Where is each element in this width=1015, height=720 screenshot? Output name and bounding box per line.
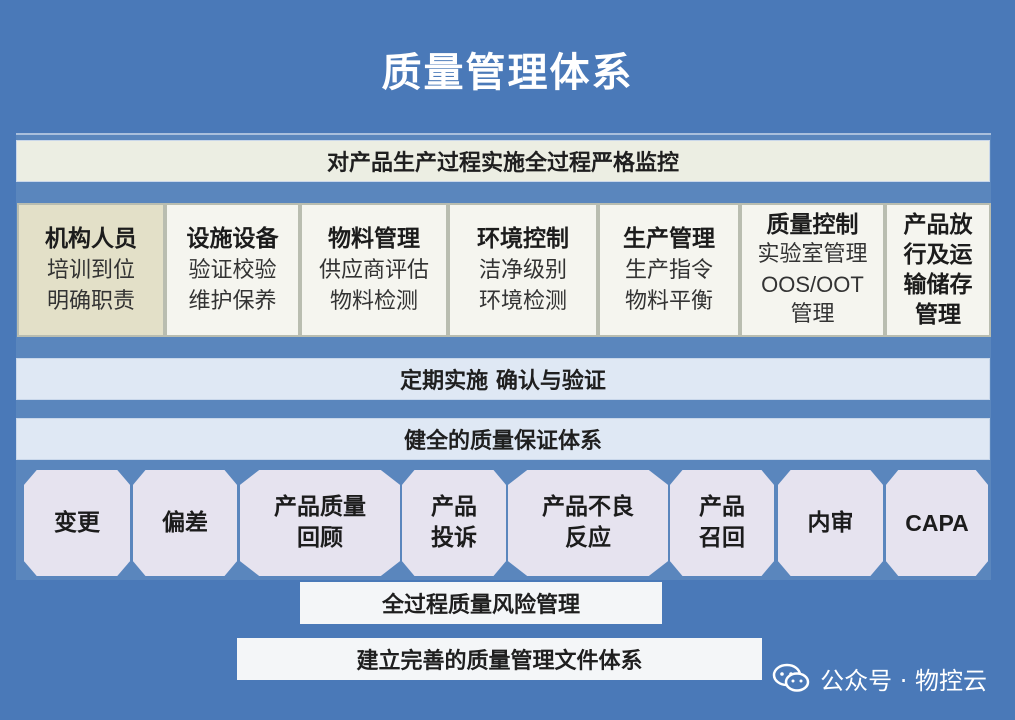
element-deviation: 偏差 — [133, 470, 237, 576]
element-label: 产品质量 回顾 — [274, 494, 366, 551]
pillar-line: OOS/OOT — [761, 272, 864, 297]
pillar-personnel: 机构人员 培训到位 明确职责 — [17, 203, 165, 337]
pillar-materials: 物料管理 供应商评估 物料检测 — [300, 203, 448, 337]
pillar-line: 物料检测 — [329, 288, 418, 314]
wechat-icon — [772, 663, 810, 693]
page-title: 质量管理体系 — [381, 50, 634, 96]
pillar-line: 管理 — [790, 302, 835, 327]
pillar-line: 明确职责 — [46, 288, 135, 314]
pillar-heading: 物料管理 — [328, 225, 420, 252]
element-label: 偏差 — [162, 509, 208, 536]
top-bar: 对产品生产过程实施全过程严格监控 — [16, 140, 990, 182]
element-capa: CAPA — [886, 470, 988, 576]
pillar-line: 行及运 — [903, 242, 973, 268]
element-complaint: 产品 投诉 — [402, 470, 506, 576]
pillar-line: 培训到位 — [46, 257, 135, 283]
watermark-text: 公众号 · 物控云 — [820, 666, 987, 695]
watermark: 公众号 · 物控云 — [772, 660, 987, 696]
pillar-release: 产品放 行及运 输储存 管理 — [885, 203, 991, 337]
pillar-environment: 环境控制 洁净级别 环境检测 — [448, 203, 598, 337]
documentation-system-bar: 建立完善的质量管理文件体系 — [237, 638, 762, 680]
element-label: 变更 — [54, 509, 100, 536]
pillar-line: 洁净级别 — [478, 257, 567, 283]
element-label: 内审 — [807, 509, 854, 536]
element-label: 产品 召回 — [699, 494, 745, 551]
pillar-quality-control: 质量控制 实验室管理 OOS/OOT 管理 — [740, 203, 885, 337]
pillar-line: 维护保养 — [188, 288, 277, 314]
element-adverse-reaction: 产品不良 反应 — [508, 470, 668, 576]
element-label: CAPA — [905, 509, 969, 536]
element-label: 产品 投诉 — [431, 494, 477, 551]
element-label: 产品不良 反应 — [542, 494, 634, 551]
pillar-heading: 机构人员 — [45, 225, 137, 252]
pillar-heading: 产品放 — [903, 212, 973, 238]
pillar-line: 输储存 — [903, 272, 973, 298]
element-change: 变更 — [24, 470, 130, 576]
pillar-production: 生产管理 生产指令 物料平衡 — [598, 203, 740, 337]
qualification-validation-bar: 定期实施 确认与验证 — [16, 358, 990, 400]
pillar-heading: 生产管理 — [623, 225, 715, 252]
pillar-heading: 质量控制 — [766, 212, 859, 238]
pillar-line: 供应商评估 — [318, 257, 429, 283]
element-recall: 产品 召回 — [670, 470, 774, 576]
pillar-line: 生产指令 — [624, 257, 713, 283]
risk-management-bar: 全过程质量风险管理 — [300, 582, 662, 624]
pillar-heading: 环境控制 — [477, 225, 569, 252]
element-product-quality-review: 产品质量 回顾 — [240, 470, 400, 576]
element-internal-audit: 内审 — [778, 470, 883, 576]
pillar-heading: 设施设备 — [186, 225, 279, 252]
pillar-line: 实验室管理 — [757, 242, 868, 267]
pillar-line: 验证校验 — [188, 257, 277, 283]
pillar-line: 物料平衡 — [624, 288, 713, 314]
pillar-facilities: 设施设备 验证校验 维护保养 — [165, 203, 300, 337]
pillar-line: 管理 — [915, 302, 961, 328]
quality-assurance-bar: 健全的质量保证体系 — [16, 418, 990, 460]
pillar-line: 环境检测 — [478, 288, 567, 314]
